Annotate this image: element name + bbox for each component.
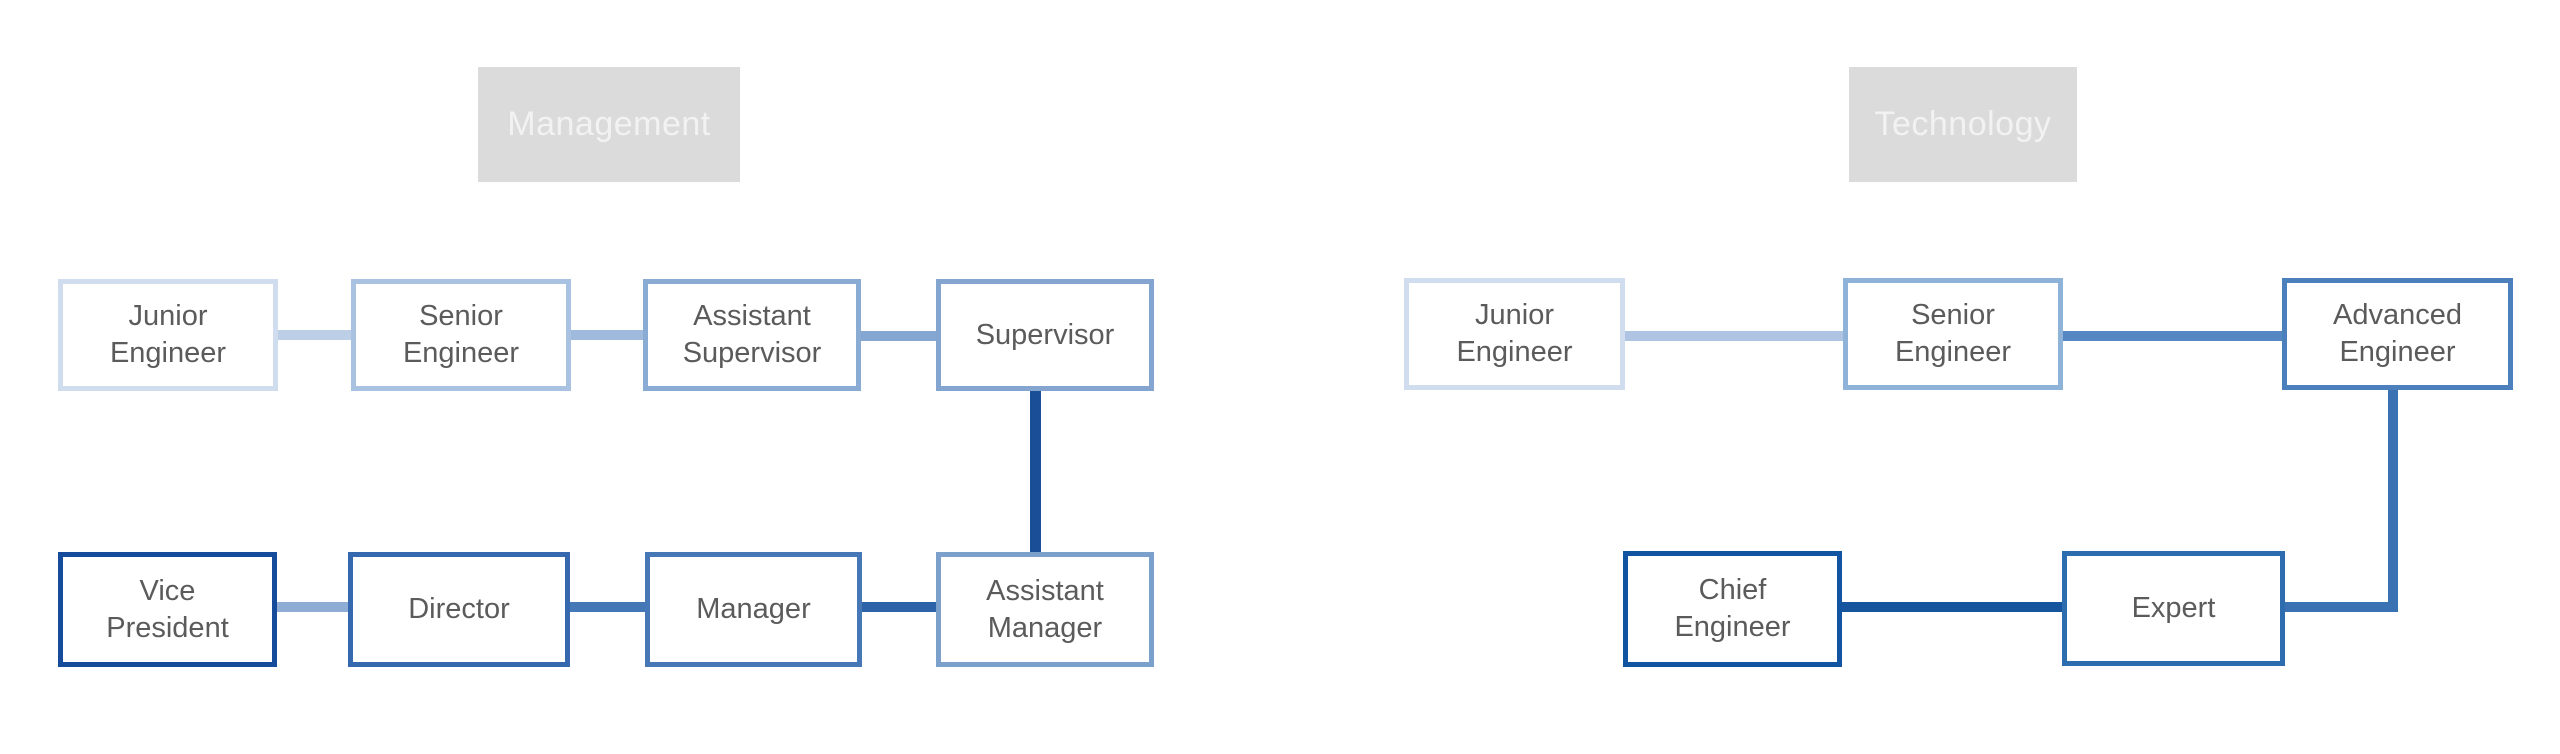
advanced-engineer-label: Advanced Engineer — [2333, 299, 2462, 368]
expert-label: Expert — [2131, 592, 2216, 625]
junior-engineer-tech-box: Junior Engineer — [1404, 278, 1625, 390]
supervisor-box: Supervisor — [936, 279, 1154, 391]
connector-senior-engineer-tech-to-advanced-engineer — [2061, 331, 2284, 341]
senior-engineer-tech-label: Senior Engineer — [1894, 299, 2012, 368]
assistant-manager-box: Assistant Manager — [936, 552, 1154, 667]
director-box: Director — [348, 552, 570, 667]
chief-engineer-label: Chief Engineer — [1674, 574, 1791, 643]
senior-engineer-mgmt-label: Senior Engineer — [402, 300, 520, 369]
connector-advanced-engineer-to-expert — [2388, 388, 2398, 612]
senior-engineer-tech-box: Senior Engineer — [1843, 278, 2063, 390]
connector-director-to-vice-president — [275, 602, 350, 612]
advanced-engineer-box: Advanced Engineer — [2282, 278, 2513, 390]
connector-advanced-engineer-to-expert — [2283, 602, 2398, 612]
connector-junior-engineer-mgmt-to-senior-engineer-mgmt — [276, 330, 353, 340]
director-label: Director — [408, 593, 510, 626]
connector-expert-to-chief-engineer — [1840, 602, 2064, 612]
chief-engineer-box: Chief Engineer — [1623, 551, 1842, 667]
expert-box: Expert — [2062, 551, 2285, 666]
assistant-supervisor-label: Assistant Supervisor — [682, 300, 822, 369]
connector-senior-engineer-mgmt-to-assistant-supervisor — [569, 330, 645, 340]
connector-assistant-supervisor-to-supervisor — [859, 331, 938, 341]
connector-manager-to-director — [568, 602, 647, 612]
assistant-manager-label: Assistant Manager — [986, 574, 1104, 644]
vice-president-label: Vice President — [106, 574, 229, 644]
management-group-label: Management — [478, 67, 740, 182]
supervisor-label: Supervisor — [975, 318, 1115, 351]
senior-engineer-mgmt-box: Senior Engineer — [351, 279, 571, 391]
technology-group-label: Technology — [1849, 67, 2077, 182]
connector-supervisor-to-assistant-manager — [1030, 389, 1041, 554]
vice-president-box: Vice President — [58, 552, 277, 667]
junior-engineer-mgmt-box: Junior Engineer — [58, 279, 278, 391]
connector-assistant-manager-to-manager — [860, 602, 938, 612]
manager-label: Manager — [696, 593, 811, 626]
junior-engineer-tech-label: Junior Engineer — [1456, 299, 1573, 368]
assistant-supervisor-box: Assistant Supervisor — [643, 279, 861, 391]
connector-junior-engineer-tech-to-senior-engineer-tech — [1623, 331, 1845, 341]
manager-box: Manager — [645, 552, 862, 667]
junior-engineer-mgmt-label: Junior Engineer — [109, 300, 227, 369]
